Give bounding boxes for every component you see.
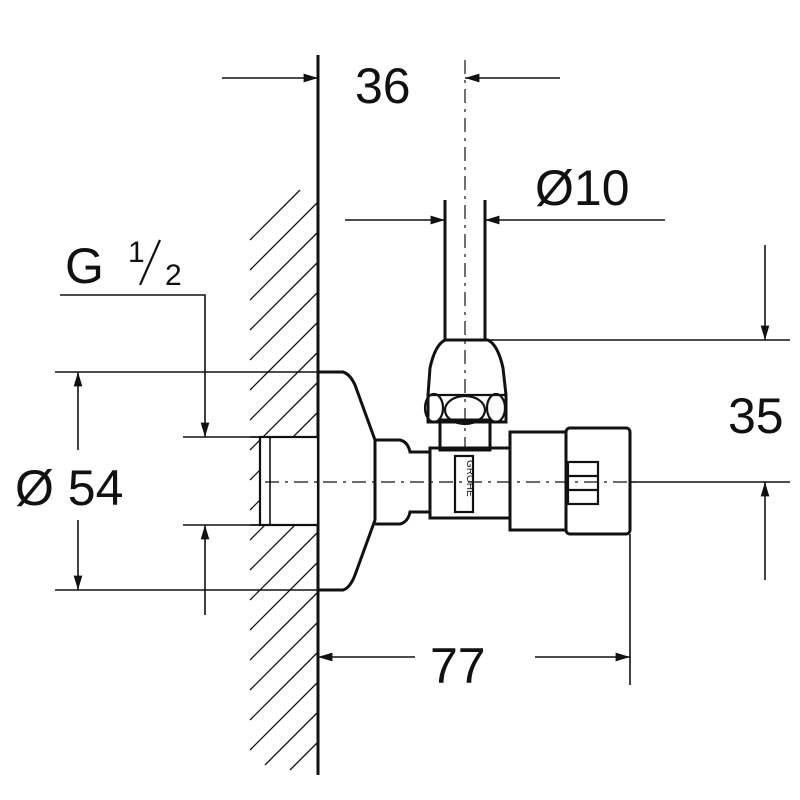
dimension-36: 36	[222, 58, 560, 114]
thread-denominator: 2	[165, 259, 182, 292]
dimension-diameter-10-label: Ø10	[535, 160, 630, 216]
dimension-36-label: 36	[355, 58, 411, 114]
valve-body	[375, 426, 632, 536]
wall-thread-connector	[250, 435, 320, 527]
dimension-35: 35	[490, 245, 790, 580]
thread-numerator: 1	[128, 236, 145, 269]
dimension-35-label: 35	[728, 388, 784, 444]
vertical-outlet	[423, 338, 508, 452]
dimension-77: 77	[318, 534, 631, 694]
wall-hatching	[249, 55, 320, 775]
dimension-diameter-54: Ø 54	[15, 371, 318, 591]
thread-fraction-slash	[138, 239, 162, 286]
dimension-thread-g-half: G 1 2	[60, 236, 262, 615]
dimension-diameter-10: Ø10	[345, 160, 665, 225]
dimension-diameter-54-label: Ø 54	[15, 460, 123, 516]
thread-g-label: G	[65, 238, 104, 294]
brand-stamp-text: GROHE	[464, 460, 475, 497]
brand-stamp: GROHE	[453, 454, 475, 514]
dimension-77-label: 77	[430, 638, 486, 694]
escutcheon-flange	[318, 370, 377, 592]
